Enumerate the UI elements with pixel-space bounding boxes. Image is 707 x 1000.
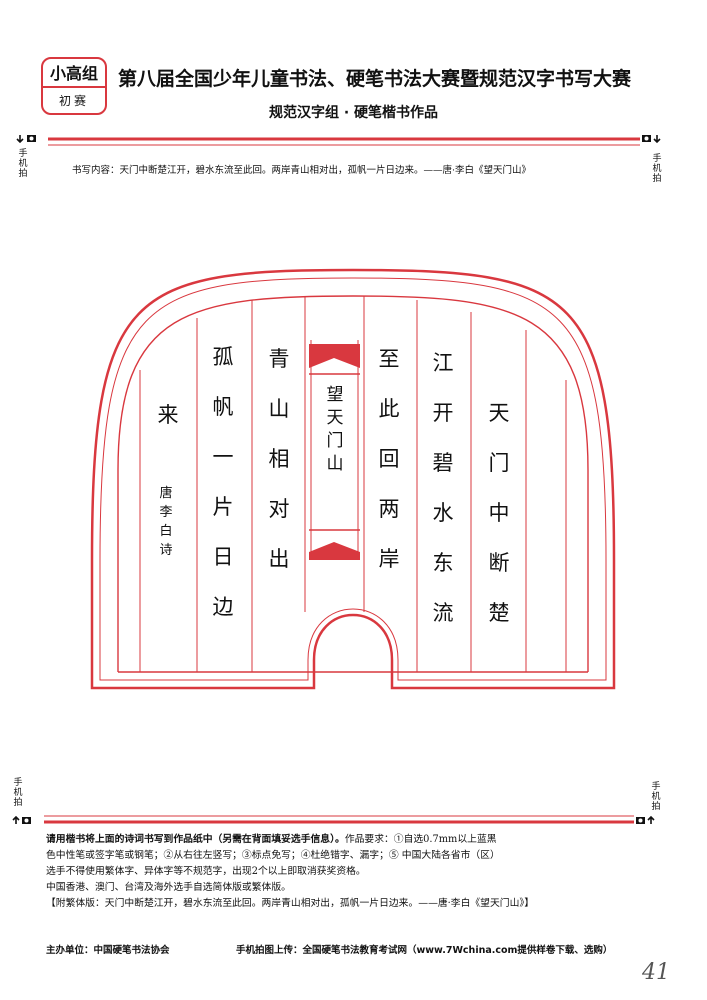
badge-round-label: 初赛 (58, 94, 89, 108)
artwork-column-2: 江开碧水东流 (432, 351, 454, 625)
requirements-traditional: 【附繁体版：天门中断楚江开，碧水东流至此回。两岸青山相对出，孤帆一片日边来。——… (46, 898, 535, 909)
title-column-ornament-top (309, 344, 360, 375)
group-badge: 小高组 初赛 (41, 57, 107, 115)
requirements-line-2: 色中性笔或签字笔或钢笔；②从右往左竖写；③标点免写；④杜绝错字、漏字；⑤ 中国大… (46, 850, 500, 861)
camera-upload-icon (636, 815, 655, 824)
poem-signature: 唐李白诗 (159, 486, 173, 558)
organizer: 主办单位：中国硬笔书法协会 (46, 945, 170, 956)
artwork-column-6: 来 (157, 403, 179, 427)
page-title: 第八届全国少年儿童书法、硬笔书法大赛暨规范汉字书写大赛 (118, 68, 632, 90)
header-rule (16, 135, 661, 146)
camera-download-icon (642, 135, 661, 144)
upload-camera-icon (12, 815, 31, 824)
page-number: 41 (642, 960, 670, 985)
title-column-ornament-bottom (309, 529, 360, 560)
writing-content: 书写内容：天门中断楚江开，碧水东流至此回。两岸青山相对出，孤帆一片日边来。——唐… (72, 165, 532, 176)
page-subtitle: 规范汉字组 · 硬笔楷书作品 (268, 105, 439, 121)
requirements: 请用楷书将上面的诗词书写到作品纸中（另需在背面填妥选手信息）。作品要求：①自选0… (46, 832, 666, 912)
artwork-column-5: 孤帆一片日边 (212, 345, 234, 619)
artwork-column-3: 至此回两岸 (378, 347, 400, 571)
artwork-column-1: 天门中断楚 (488, 401, 510, 625)
upload-info: 手机拍图上传：全国硬笔书法教育考试网（www.7Wchina.com提供样卷下载… (236, 945, 613, 956)
artwork-column-4: 青山相对出 (268, 347, 290, 571)
requirements-line-4: 中国香港、澳门、台湾及海外选手自选简体版或繁体版。 (46, 882, 291, 893)
phone-shot-label-bottom-right: 手机拍 (651, 782, 661, 812)
phone-shot-label-top-left: 手机拍 (18, 149, 28, 179)
phone-shot-label-bottom-left: 手机拍 (13, 778, 23, 808)
download-camera-icon (16, 135, 36, 144)
requirements-line-3: 选手不得使用繁体字、异体字等不规范字，出现2个以上即取消获奖资格。 (46, 866, 366, 877)
poem-title: 望天门山 (326, 385, 344, 474)
requirements-instruction: 请用楷书将上面的诗词书写到作品纸中（另需在背面填妥选手信息）。 (46, 834, 345, 845)
footer-rule (12, 815, 655, 824)
badge-group-label: 小高组 (43, 59, 105, 88)
phone-shot-label-top-right: 手机拍 (652, 154, 662, 184)
